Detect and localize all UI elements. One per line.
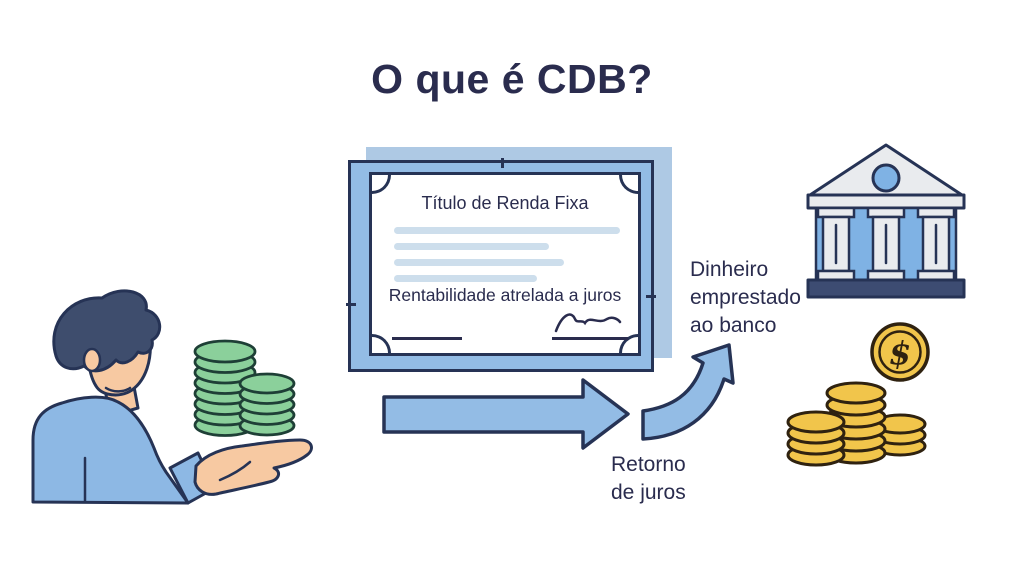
bank-icon [806,143,966,299]
signature-icon [554,313,622,333]
bank-base [806,278,966,299]
flow-arrows [382,343,735,450]
mouth [104,386,132,393]
border-tick [501,158,504,168]
signature-line [392,337,462,340]
open-hand [193,438,313,496]
return-label: Retorno de juros [611,453,686,504]
border-tick [346,303,356,306]
dollar-sign: $ [889,334,911,372]
pediment-window [871,163,901,193]
certificate-subheading: Rentabilidade atrelada a juros [388,285,622,305]
signature-line [552,337,628,340]
torso [31,395,190,505]
loan-label: Dinheiro emprestado ao banco [690,258,801,337]
placeholder-line [394,243,549,250]
lintel [806,193,966,210]
ear-icon [82,347,102,373]
investor-illustration [31,289,313,505]
corner-ornament [372,175,391,194]
placeholder-line [394,259,564,266]
curved-up-arrow-icon [641,343,735,441]
right-arrow-icon [382,378,630,450]
page-title: O que é CDB? [371,56,653,102]
certificate-panel: Título de Renda Fixa Rentabilidade atrel… [369,172,641,356]
green-coins-icon [193,339,296,437]
palm-crease [218,460,252,482]
placeholder-line [394,227,620,234]
corner-ornament [619,334,638,353]
placeholder-line [394,275,537,282]
certificate-illustration: Título de Renda Fixa Rentabilidade atrel… [346,158,656,372]
gold-coins-icon: $ [786,322,930,467]
corner-ornament [619,175,638,194]
certificate-heading: Título de Renda Fixa [421,193,589,213]
border-tick [646,295,656,298]
